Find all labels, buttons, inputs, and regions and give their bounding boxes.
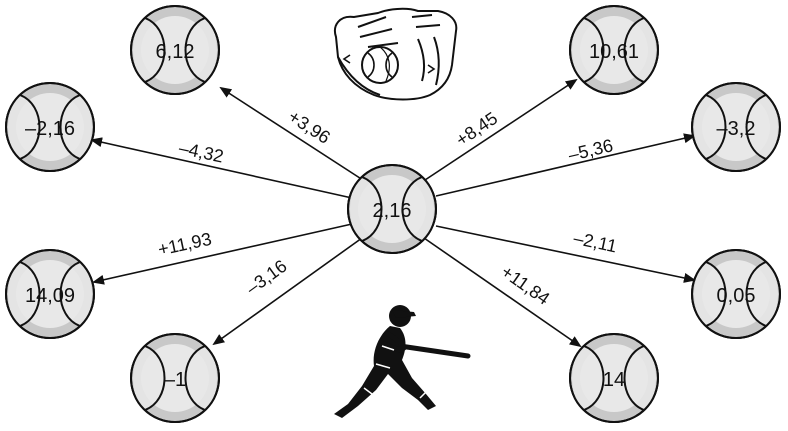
edge-arrow-bottom-right (424, 238, 580, 346)
edge-arrow-bottom-left (214, 238, 362, 344)
ball-value: –3,2 (717, 118, 756, 140)
edge-arrow-top-left (221, 88, 366, 182)
edge-arrow-right-lower (436, 226, 694, 280)
edge-label-right-lower: –2,11 (572, 228, 619, 257)
ball-bottom-left: –1 (131, 334, 219, 422)
ball-value: 6,12 (156, 41, 195, 63)
baseball-glove-icon (335, 9, 456, 100)
ball-center: 2,16 (348, 165, 436, 253)
ball-value: –1 (164, 369, 186, 391)
ball-value: 0,05 (717, 285, 756, 307)
ball-top-left: 6,12 (131, 6, 219, 94)
ball-right-upper: –3,2 (692, 83, 780, 171)
ball-left-upper: –2,16 (6, 83, 94, 171)
ball-bottom-right: 14 (570, 334, 658, 422)
ball-value: –2,16 (25, 118, 75, 140)
edge-label-bottom-right: +11,84 (497, 261, 553, 308)
edge-arrow-top-right (422, 80, 576, 182)
ball-left-lower: 14,09 (6, 250, 94, 338)
edge-label-top-right: +8,45 (452, 108, 501, 150)
edge-label-bottom-left: –3,16 (242, 256, 290, 299)
ball-value: 14 (603, 369, 625, 391)
batter-icon (334, 305, 468, 418)
edge-arrow-right-upper (436, 136, 694, 196)
edge-label-left-lower: +11,93 (156, 229, 213, 260)
edge-label-top-left: +3,96 (285, 106, 334, 148)
ball-value: 14,09 (25, 285, 75, 307)
ball-right-lower: 0,05 (692, 250, 780, 338)
ball-center-value: 2,16 (373, 200, 412, 222)
ball-top-right: 10,61 (570, 6, 658, 94)
ball-value: 10,61 (589, 41, 639, 63)
edge-label-left-upper: –4,32 (177, 138, 225, 167)
